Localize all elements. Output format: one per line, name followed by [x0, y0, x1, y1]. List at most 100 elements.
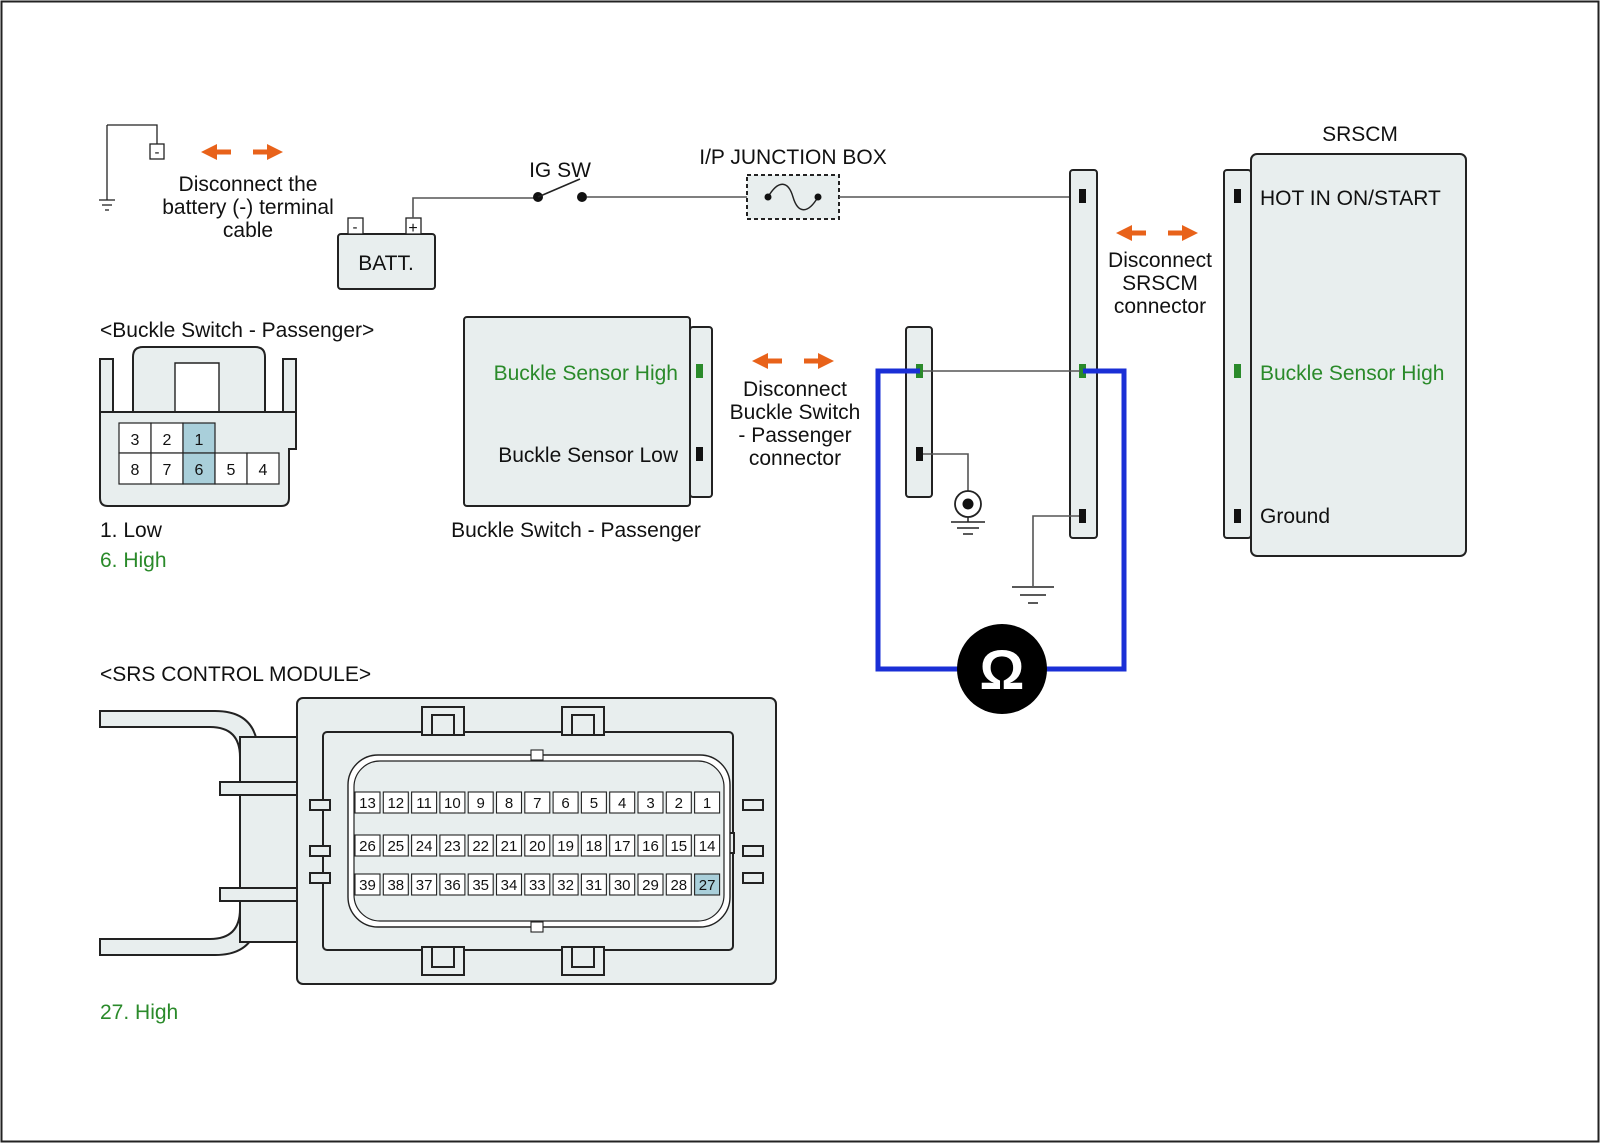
- srs-pin-cell: [665, 834, 692, 857]
- battery-wire: [412, 197, 537, 218]
- srs-pin-cell: [382, 791, 409, 814]
- srs-pin-label: 38: [387, 877, 404, 894]
- srs-pin-label: 27: [699, 877, 716, 894]
- srs-pin-cell: [439, 834, 466, 857]
- srscm-disconnect-line3: connector: [1114, 295, 1206, 318]
- buckle-pin: 2: [163, 432, 172, 449]
- ground-icon: [1012, 586, 1054, 604]
- srs-pin-cell: [411, 873, 438, 896]
- srs-pin-label: 26: [359, 838, 376, 855]
- srs-pin-cell: [694, 873, 721, 896]
- srs-pin-label: 30: [614, 877, 631, 894]
- ohmmeter-icon: Ω: [957, 624, 1047, 714]
- srscm-harness-pin-high: [1079, 364, 1086, 378]
- srs-pin-label: 32: [557, 877, 574, 894]
- srs-pin-cell: [495, 791, 523, 814]
- srs-pin-label: 28: [670, 877, 687, 894]
- buckle-high-label: Buckle Sensor High: [494, 362, 678, 385]
- srs-pin-cell: [354, 834, 381, 857]
- buckle-switch-box-title: Buckle Switch - Passenger: [451, 519, 701, 542]
- srs-pin-cell: [524, 873, 551, 896]
- srs-pin-cell: [694, 791, 721, 814]
- meter-lead-left: [875, 368, 959, 672]
- srs-pin-label: 6: [561, 795, 569, 812]
- srscm-module: SRSCM HOT IN ON/START Buckle Sensor High…: [1223, 123, 1467, 557]
- srs-pin-label: 31: [586, 877, 603, 894]
- batt-plus: +: [408, 220, 417, 237]
- buckle-low-wire: [923, 453, 969, 492]
- srscm-pin-hot-label: HOT IN ON/START: [1260, 187, 1441, 210]
- srs-pin-label: 20: [529, 838, 546, 855]
- srscm-pin-high-label: Buckle Sensor High: [1260, 362, 1444, 385]
- srs-pin-label: 9: [477, 795, 485, 812]
- buckle-legend-high: 6. High: [100, 549, 167, 572]
- meter-lead-right: [1045, 368, 1127, 672]
- srs-pin-cell: [495, 834, 523, 857]
- srscm-pin-ground-label: Ground: [1260, 505, 1330, 528]
- buckle-disconnect-line1: Disconnect: [743, 378, 847, 401]
- buckle-pin: 8: [131, 462, 140, 479]
- srs-pin-cell: [467, 834, 494, 857]
- fuse-icon: [746, 174, 840, 220]
- srs-pin-cell: [524, 791, 551, 814]
- srs-pin-label: 4: [618, 795, 626, 812]
- srs-pin-label: 37: [416, 877, 433, 894]
- buckle-harness-connector: [905, 326, 933, 498]
- ground-wire: [1032, 515, 1079, 586]
- srs-pin-label: 22: [472, 838, 489, 855]
- buckle-pin: 1: [195, 432, 204, 449]
- srscm-harness-pin-ground: [1079, 509, 1086, 523]
- chassis-ground-icon: [951, 490, 985, 535]
- buckle-switch-module: Buckle Sensor High Buckle Sensor Low Buc…: [451, 316, 713, 542]
- srs-pin-cell: [552, 834, 579, 857]
- srscm-harness-connector: [1069, 169, 1098, 539]
- srs-pin-cell: [411, 791, 438, 814]
- srs-pin-label: 23: [444, 838, 461, 855]
- ground-icon: [99, 199, 115, 211]
- srscm-harness-pin-hot: [1079, 189, 1086, 203]
- srs-pin-cell: [495, 873, 523, 896]
- srs-pin-label: 36: [444, 877, 461, 894]
- srs-pin-label: 39: [359, 877, 376, 894]
- srs-pin-label: 16: [642, 838, 659, 855]
- srs-pin-label: 12: [387, 795, 404, 812]
- srs-pin-label: 33: [529, 877, 546, 894]
- batt-label: BATT.: [358, 252, 414, 275]
- buckle-pin: 7: [163, 462, 172, 479]
- srscm-disconnect-line2: SRSCM: [1122, 272, 1198, 295]
- buckle-disconnect-line3: - Passenger: [738, 424, 851, 447]
- srs-pin-cell: [694, 834, 721, 857]
- orange-double-arrow-icon: [201, 144, 283, 160]
- ig-sw-label: IG SW: [529, 159, 591, 182]
- srs-pin-cell: [411, 834, 438, 857]
- buckle-pin: 5: [227, 462, 236, 479]
- terminal-minus-icon: [149, 143, 165, 160]
- srs-pin-cell: [609, 791, 636, 814]
- terminal-minus-symbol: -: [155, 144, 160, 161]
- battery-disconnect-group: - Disconnect the battery (-) terminal ca…: [99, 124, 334, 242]
- srs-pin-label: 14: [699, 838, 716, 855]
- srs-pin-cell: [637, 834, 664, 857]
- srs-pin-cell: [609, 834, 636, 857]
- battery-disconnect-line1: Disconnect the: [179, 173, 318, 196]
- ohm-symbol: Ω: [980, 638, 1025, 701]
- srs-pin-label: 11: [416, 795, 432, 812]
- buckle-pin: 3: [131, 432, 140, 449]
- orange-double-arrow-icon: [1116, 225, 1198, 241]
- srs-pin-cell: [354, 791, 381, 814]
- buckle-low-label: Buckle Sensor Low: [498, 444, 679, 467]
- buckle-legend-low: 1. Low: [100, 519, 163, 542]
- srs-pin-label: 13: [359, 795, 376, 812]
- srs-pin-cell: [467, 873, 494, 896]
- srs-pin-cell: [382, 834, 409, 857]
- srs-pin-cell: [609, 873, 636, 896]
- buckle-disconnect-line2: Buckle Switch: [730, 401, 861, 424]
- srs-pin-label: 18: [586, 838, 603, 855]
- srs-pin-cell: [354, 873, 381, 896]
- srs-pin-cell: [382, 873, 409, 896]
